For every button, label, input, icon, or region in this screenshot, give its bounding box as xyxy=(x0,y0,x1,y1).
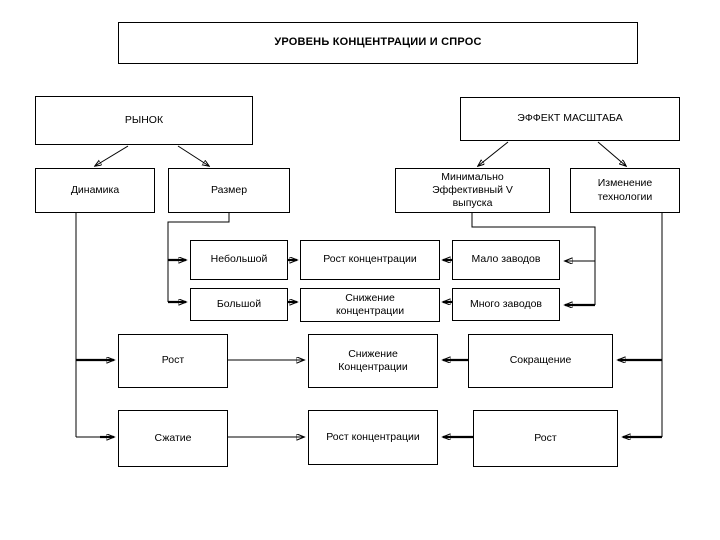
node-technology-change[interactable]: Изменение технологии xyxy=(570,168,680,213)
node-big[interactable]: Большой xyxy=(190,288,288,321)
node-dynamics[interactable]: Динамика xyxy=(35,168,155,213)
node-compression[interactable]: Сжатие xyxy=(118,410,228,467)
node-market[interactable]: РЫНОК xyxy=(35,96,253,145)
node-few-plants[interactable]: Мало заводов xyxy=(452,240,560,280)
edge-mev-trunk xyxy=(471,213,596,305)
edge-market-dynamics xyxy=(95,145,129,166)
node-concentration-growth-2[interactable]: Рост концентрации xyxy=(308,410,438,465)
node-growth-1[interactable]: Рост xyxy=(118,334,228,388)
node-concentration-growth-1[interactable]: Рост концентрации xyxy=(300,240,440,280)
edge-scale-mev xyxy=(478,141,509,166)
node-scale-effect[interactable]: ЭФФЕКТ МАСШТАБА xyxy=(460,97,680,141)
diagram-title-box: УРОВЕНЬ КОНЦЕНТРАЦИИ И СПРОС xyxy=(118,22,638,64)
edge-size-trunk xyxy=(167,213,230,302)
node-concentration-drop-2[interactable]: Снижение Концентрации xyxy=(308,334,438,388)
node-concentration-drop-1[interactable]: Снижение концентрации xyxy=(300,288,440,322)
edge-market-size xyxy=(177,145,209,166)
edge-scale-tech xyxy=(597,141,626,166)
node-reduction[interactable]: Сокращение xyxy=(468,334,613,388)
node-minimum-efficient-volume[interactable]: Минимально Эффективный V выпуска xyxy=(395,168,550,213)
node-size[interactable]: Размер xyxy=(168,168,290,213)
node-many-plants[interactable]: Много заводов xyxy=(452,288,560,321)
node-small[interactable]: Небольшой xyxy=(190,240,288,280)
node-growth-2[interactable]: Рост xyxy=(473,410,618,467)
